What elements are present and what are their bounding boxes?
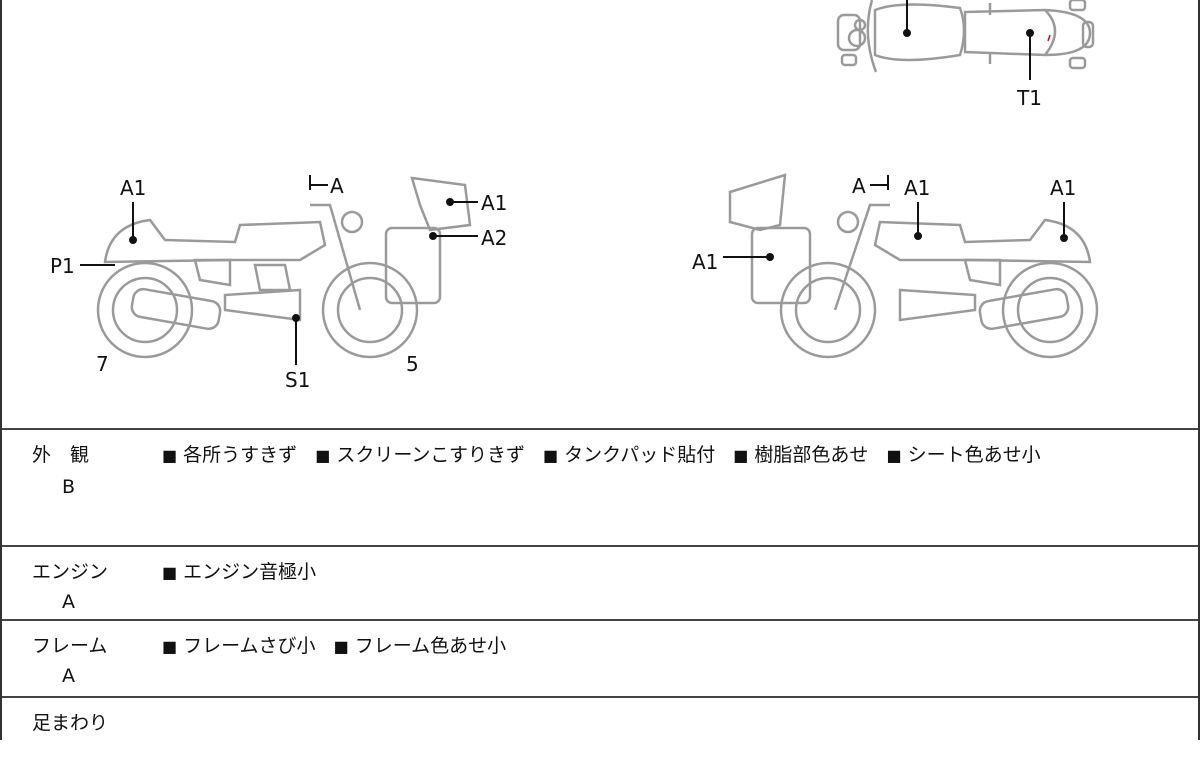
label-a1-screen: A1: [481, 191, 508, 215]
bullet: ■: [162, 446, 178, 465]
table-row-suspension: 足まわり: [2, 696, 1198, 758]
condition-table: 外 観 B ■ 各所うすきず ■ スクリーンこすりきず ■ タンクパッド貼付 ■ 樹脂部…: [2, 428, 1198, 758]
category-label: エンジン: [32, 561, 109, 583]
grade-value: A: [62, 591, 75, 613]
right-bike-leaders: [723, 175, 1068, 261]
motorcycle-drawings: [80, 0, 1099, 365]
bullet: ■: [333, 637, 349, 656]
notes-list: ■ 各所うすきず ■ スクリーンこすりきず ■ タンクパッド貼付 ■ 樹脂部色あせ ■ シ…: [162, 440, 1053, 467]
note-item: エンジン音極小: [183, 561, 317, 583]
bullet: ■: [543, 446, 559, 465]
table-row-frame: フレーム A ■ フレームさび小 ■ フレーム色あせ小: [2, 619, 1198, 696]
label-a1-box: A1: [692, 250, 719, 274]
category-label: 足まわり: [32, 712, 109, 734]
label-a1-tail: A1: [1050, 176, 1077, 200]
right-side-bike: [728, 173, 1099, 359]
note-item: シート色あせ小: [907, 444, 1041, 466]
notes-list: ■ エンジン音極小: [162, 557, 328, 584]
notes-list: ■ フレームさび小 ■ フレーム色あせ小: [162, 631, 518, 658]
left-side-bike: [96, 176, 472, 359]
note-item: スクリーンこすりきず: [336, 444, 525, 466]
table-row-engine: エンジン A ■ エンジン音極小: [2, 545, 1198, 619]
category-label: フレーム: [32, 635, 108, 657]
label-p1: P1: [50, 254, 75, 278]
table-row-exterior: 外 観 B ■ 各所うすきず ■ スクリーンこすりきず ■ タンクパッド貼付 ■ 樹脂部…: [2, 428, 1198, 545]
top-view-leaders: [903, 0, 1034, 80]
label-front-number: 5: [406, 352, 419, 376]
bullet: ■: [162, 563, 178, 582]
bullet: ■: [886, 446, 902, 465]
label-a-handle: A: [330, 174, 344, 198]
left-bike-leaders: [80, 175, 478, 365]
top-view-bike: [836, 0, 1095, 73]
label-a-handle-right: A: [852, 174, 866, 198]
label-t1: T1: [1017, 86, 1042, 110]
grade-value: A: [62, 665, 75, 687]
note-item: タンクパッド貼付: [564, 444, 716, 466]
label-a1-tank: A1: [904, 176, 931, 200]
label-a1-rear: A1: [120, 176, 147, 200]
label-s1: S1: [285, 368, 311, 392]
note-item: 樹脂部色あせ: [754, 444, 869, 466]
note-item: フレームさび小: [183, 635, 316, 657]
note-item: フレーム色あせ小: [354, 635, 507, 657]
label-a2-box: A2: [481, 226, 508, 250]
bullet: ■: [162, 637, 178, 656]
category-label: 外 観: [32, 444, 90, 466]
grade-value: B: [62, 476, 76, 498]
note-item: 各所うすきず: [183, 444, 298, 466]
label-rear-number: 7: [96, 352, 109, 376]
bullet: ■: [733, 446, 749, 465]
sheet-frame: [0, 0, 1200, 740]
damage-diagram: T1 A1 A A1 A2 P1 7 S1 5 A A1 A1 A1: [50, 0, 1099, 392]
bullet: ■: [315, 446, 331, 465]
